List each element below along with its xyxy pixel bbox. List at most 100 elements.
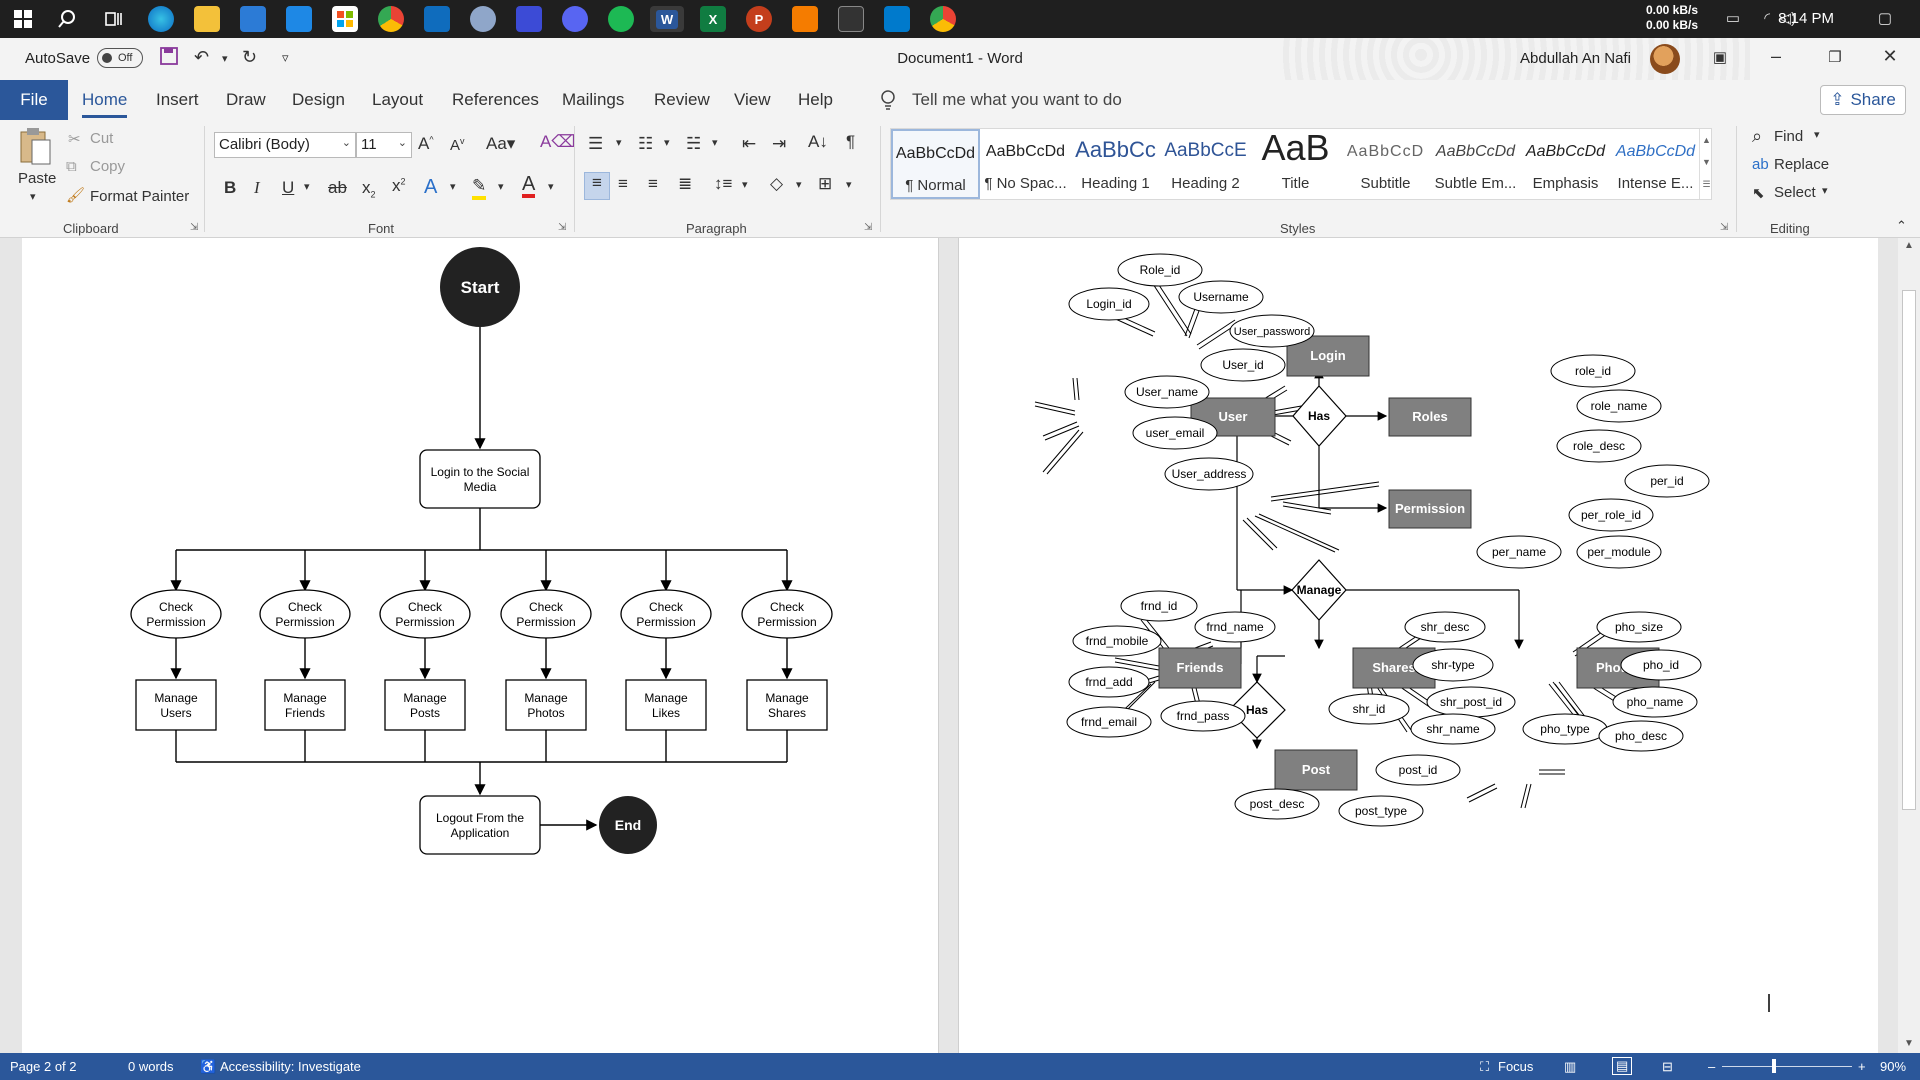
file-explorer-icon[interactable]	[194, 6, 220, 32]
word-count[interactable]: 0 words	[128, 1059, 174, 1074]
restore-icon[interactable]: ❐	[1828, 49, 1842, 66]
photos-icon[interactable]	[286, 6, 312, 32]
font-family-select[interactable]: Calibri (Body)⌄	[214, 132, 356, 158]
tab-home[interactable]: Home	[82, 90, 128, 118]
decrease-indent-icon[interactable]: ⇤	[742, 134, 757, 153]
borders-dropdown-icon[interactable]: ▾	[846, 179, 852, 191]
superscript-icon[interactable]: x2	[392, 176, 406, 195]
notification-icon[interactable]: ▢	[1877, 10, 1892, 27]
app-icon[interactable]	[240, 6, 266, 32]
bullets-dropdown-icon[interactable]: ▾	[616, 137, 622, 149]
tab-view[interactable]: View	[734, 90, 771, 109]
paste-dropdown-icon[interactable]: ▾	[30, 191, 36, 203]
style-subtle-emphasis[interactable]: AaBbCcDd Subtle Em...	[1431, 129, 1520, 199]
paste-icon[interactable]	[18, 126, 54, 171]
style-heading-1[interactable]: AaBbCc Heading 1	[1071, 129, 1160, 199]
focus-button[interactable]: Focus	[1498, 1059, 1534, 1074]
zoom-out-icon[interactable]: –	[1708, 1059, 1716, 1074]
highlight-icon[interactable]: ✎	[472, 176, 487, 200]
save-icon[interactable]	[160, 47, 178, 70]
tab-file[interactable]: File	[0, 80, 68, 120]
close-icon[interactable]: ✕	[1882, 46, 1898, 66]
numbering-dropdown-icon[interactable]: ▾	[664, 137, 670, 149]
style-normal[interactable]: AaBbCcDd ¶ Normal	[891, 129, 980, 199]
app-icon[interactable]	[470, 6, 496, 32]
font-color-dropdown-icon[interactable]: ▾	[548, 181, 554, 193]
multilevel-list-icon[interactable]: ☵	[686, 134, 702, 153]
text-effects-icon[interactable]: A	[424, 176, 438, 198]
clear-formatting-icon[interactable]: A⌫	[540, 132, 576, 151]
word-icon[interactable]: W	[650, 6, 684, 32]
zoom-slider[interactable]	[1722, 1066, 1852, 1067]
replace-button[interactable]: Replace	[1774, 156, 1830, 173]
shrink-font-icon[interactable]: Av	[450, 136, 465, 154]
windows-start-icon[interactable]	[10, 6, 36, 32]
scroll-down-icon[interactable]: ▼	[1904, 1038, 1914, 1049]
edge-icon[interactable]	[148, 6, 174, 32]
shading-dropdown-icon[interactable]: ▾	[796, 179, 802, 191]
align-right-icon[interactable]: ≡	[648, 174, 658, 193]
more-styles-icon[interactable]: ☰	[1702, 179, 1711, 189]
chrome-icon[interactable]	[378, 6, 404, 32]
justify-icon[interactable]: ≣	[678, 174, 693, 193]
powerpoint-icon[interactable]: P	[746, 6, 772, 32]
web-layout-icon[interactable]: ⊟	[1662, 1059, 1673, 1074]
minimize-icon[interactable]: –	[1770, 46, 1781, 66]
underline-dropdown-icon[interactable]: ▾	[304, 181, 310, 193]
zoom-level[interactable]: 90%	[1880, 1059, 1907, 1074]
style-intense-emphasis[interactable]: AaBbCcDd Intense E...	[1611, 129, 1700, 199]
align-center-icon[interactable]: ≡	[618, 174, 628, 193]
undo-dropdown-icon[interactable]: ▾	[222, 53, 228, 65]
page-indicator[interactable]: Page 2 of 2	[10, 1059, 77, 1074]
style-no-spacing[interactable]: AaBbCcDd ¶ No Spac...	[981, 129, 1070, 199]
excel-icon[interactable]: X	[700, 6, 726, 32]
vscode-icon[interactable]	[884, 6, 910, 32]
volume-icon[interactable]: ◁)	[1779, 10, 1796, 27]
align-left-icon[interactable]: ≡	[584, 172, 610, 200]
show-formatting-icon[interactable]: ¶	[846, 132, 856, 151]
share-button[interactable]: ⇪ Share	[1820, 85, 1906, 115]
cut-button[interactable]: Cut	[90, 130, 114, 147]
change-case-icon[interactable]: Aa▾	[486, 134, 516, 153]
sort-icon[interactable]: A↓	[808, 132, 828, 151]
tell-me-search[interactable]: Tell me what you want to do	[912, 90, 1122, 109]
subscript-icon[interactable]: x2	[362, 178, 376, 200]
line-spacing-dropdown-icon[interactable]: ▾	[742, 179, 748, 191]
tab-help[interactable]: Help	[798, 90, 833, 109]
font-color-icon[interactable]: A	[522, 174, 536, 198]
user-name[interactable]: Abdullah An Nafi	[1520, 50, 1631, 67]
style-emphasis[interactable]: AaBbCcDd Emphasis	[1521, 129, 1610, 199]
zoom-in-icon[interactable]: +	[1858, 1059, 1866, 1074]
find-button[interactable]: Find	[1774, 128, 1804, 145]
wifi-icon[interactable]: ◜	[1764, 10, 1770, 27]
chrome-icon[interactable]	[930, 6, 956, 32]
find-dropdown-icon[interactable]: ▾	[1814, 129, 1820, 141]
terminal-icon[interactable]	[838, 6, 864, 32]
redo-icon[interactable]: ↻	[242, 47, 258, 67]
app-icon[interactable]	[516, 6, 542, 32]
tab-references[interactable]: References	[452, 90, 539, 109]
bullets-icon[interactable]: ☰	[588, 134, 604, 153]
borders-icon[interactable]: ⊞	[818, 174, 833, 193]
bold-icon[interactable]: B	[224, 178, 237, 197]
ribbon-display-options-icon[interactable]: ▣	[1712, 49, 1728, 66]
undo-icon[interactable]: ↶	[194, 47, 210, 67]
avatar[interactable]	[1650, 44, 1680, 74]
style-heading-2[interactable]: AaBbCcE Heading 2	[1161, 129, 1250, 199]
app-icon[interactable]	[792, 6, 818, 32]
strikethrough-icon[interactable]: ab	[328, 178, 347, 197]
spotify-icon[interactable]	[608, 6, 634, 32]
underline-icon[interactable]: U	[282, 178, 295, 197]
tab-design[interactable]: Design	[292, 90, 345, 109]
text-effects-dropdown-icon[interactable]: ▾	[450, 181, 456, 193]
select-dropdown-icon[interactable]: ▾	[1822, 185, 1828, 197]
clock[interactable]: 8:14 PM	[1778, 10, 1834, 27]
discord-icon[interactable]	[562, 6, 588, 32]
mail-icon[interactable]	[424, 6, 450, 32]
clipboard-launcher-icon[interactable]: ⇲	[190, 222, 199, 233]
read-mode-icon[interactable]: ▥	[1564, 1059, 1577, 1074]
grow-font-icon[interactable]: A^	[418, 134, 434, 153]
shading-icon[interactable]: ◇	[770, 174, 784, 193]
search-icon[interactable]	[54, 6, 80, 32]
tab-review[interactable]: Review	[654, 90, 710, 109]
